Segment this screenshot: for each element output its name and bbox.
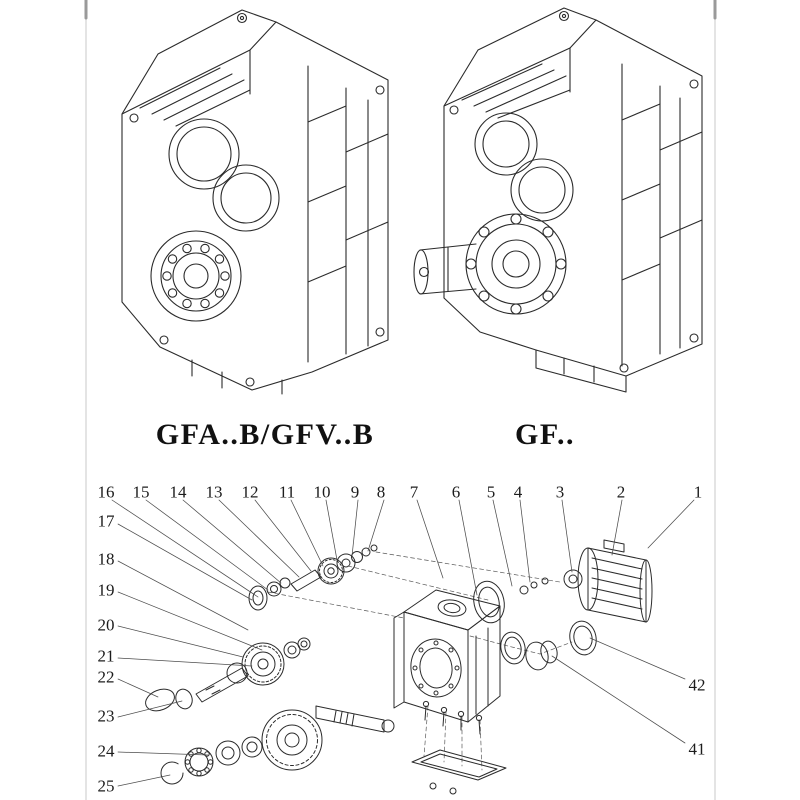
- leader-lines: [111, 499, 695, 787]
- callout-21: 21: [97, 646, 115, 666]
- model-caption-gfab-gfvb: GFA..B/GFV..B: [155, 418, 375, 451]
- callout-4: 4: [513, 482, 523, 502]
- intermediate-gear-parts: [145, 637, 311, 712]
- callout-17: 17: [97, 511, 115, 531]
- callout-9: 9: [350, 482, 360, 502]
- output-gear-parts: [160, 705, 395, 785]
- callout-1: 1: [693, 482, 703, 502]
- callout-6: 6: [451, 482, 461, 502]
- callout-24: 24: [97, 741, 115, 761]
- exploded-view: [111, 499, 695, 795]
- bearing-rollers: [162, 243, 230, 309]
- drawing-gf: [413, 7, 703, 393]
- gearbox-housing: [393, 589, 501, 723]
- callout-16: 16: [97, 482, 115, 502]
- callout-19: 19: [97, 580, 115, 600]
- page-edge-lines: [84, 0, 717, 800]
- callout-11: 11: [278, 482, 296, 502]
- callout-15: 15: [132, 482, 150, 502]
- callout-10: 10: [313, 482, 331, 502]
- callout-14: 14: [169, 482, 187, 502]
- fastener-parts: [411, 700, 507, 795]
- callout-20: 20: [97, 615, 115, 635]
- input-shaft-parts: [248, 544, 378, 611]
- callout-8: 8: [376, 482, 386, 502]
- callout-12: 12: [241, 482, 259, 502]
- callout-22: 22: [97, 667, 115, 687]
- callout-25: 25: [97, 776, 115, 796]
- flange-bolt-holes: [465, 213, 567, 315]
- output-side-rings: [473, 577, 597, 671]
- alignment-lines: [267, 551, 573, 771]
- callout-13: 13: [205, 482, 223, 502]
- callout-5: 5: [486, 482, 496, 502]
- model-caption-gf: GF..: [515, 418, 575, 451]
- callout-7: 7: [409, 482, 419, 502]
- output-shaft: [413, 243, 477, 295]
- motor-unit: [563, 539, 653, 623]
- callout-23: 23: [97, 706, 115, 726]
- drawing-gfab-gfvb: [121, 9, 389, 395]
- callout-2: 2: [616, 482, 626, 502]
- callout-18: 18: [97, 549, 115, 569]
- callout-3: 3: [555, 482, 565, 502]
- callout-41: 41: [688, 739, 706, 759]
- callout-42: 42: [688, 675, 706, 695]
